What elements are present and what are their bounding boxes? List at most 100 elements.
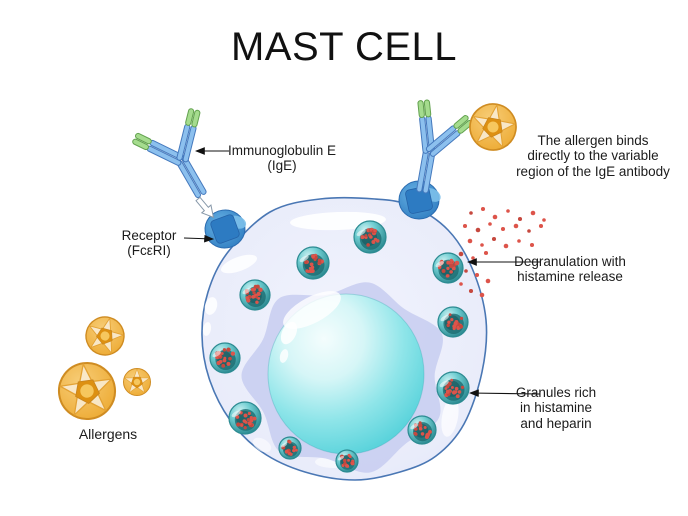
histamine-dot xyxy=(347,453,351,457)
ige-antibody xyxy=(416,99,473,194)
histamine-dot xyxy=(250,287,255,292)
granule-highlight xyxy=(439,380,449,388)
histamine-dot xyxy=(228,356,232,361)
histamine-dot xyxy=(456,326,460,331)
histamine-dot xyxy=(457,390,462,394)
antibody-chain xyxy=(423,99,432,118)
granule xyxy=(335,449,359,473)
histamine-dot xyxy=(255,295,259,299)
binding-arrow-icon xyxy=(195,196,215,219)
histamine-dot xyxy=(445,389,450,394)
histamine-dot xyxy=(288,440,292,444)
histamine-dot xyxy=(483,250,489,256)
cell-highlight xyxy=(202,322,212,336)
histamine-dot xyxy=(304,260,308,265)
histamine-dot xyxy=(452,326,456,331)
label-granules-line1: Granules rich xyxy=(515,385,597,400)
histamine-dot xyxy=(418,423,423,428)
histamine-dot xyxy=(538,223,544,229)
histamine-dot xyxy=(310,268,315,274)
histamine-dot xyxy=(284,449,289,454)
antibody-chain xyxy=(135,132,152,145)
cell-highlight xyxy=(220,254,258,274)
histamine-dot xyxy=(462,223,468,229)
histamine-dot xyxy=(252,416,257,421)
histamine-dot xyxy=(216,360,221,366)
histamine-dot xyxy=(423,425,427,430)
histamine-dot xyxy=(445,274,450,278)
fc-receptor xyxy=(398,180,441,220)
allergen xyxy=(57,361,117,421)
label-degranulation: Degranulation with histamine release xyxy=(500,254,640,285)
ige-antibody-arm xyxy=(176,108,201,163)
histamine-dot xyxy=(471,256,475,260)
histamine-dot xyxy=(468,288,474,294)
histamine-dot xyxy=(305,269,309,273)
histamine-dot xyxy=(446,260,451,265)
histamine-dot xyxy=(459,324,464,329)
antibody-chain xyxy=(185,108,195,126)
histamine-dot xyxy=(450,378,454,382)
histamine-dot xyxy=(258,287,263,293)
antibody-chain xyxy=(453,115,469,129)
histamine-dot xyxy=(449,263,454,269)
histamine-dot xyxy=(513,223,519,229)
histamine-dot xyxy=(447,383,451,387)
allergen-center-dot xyxy=(80,384,94,398)
histamine-dot xyxy=(454,386,459,391)
granule xyxy=(436,371,470,405)
histamine-dot xyxy=(317,258,322,263)
histamine-dot xyxy=(479,292,485,298)
granule xyxy=(353,220,387,254)
histamine-dot xyxy=(475,227,481,233)
histamine-dot xyxy=(491,236,497,242)
histamine-dot xyxy=(459,316,464,321)
histamine-dot xyxy=(253,284,258,289)
histamine-dot xyxy=(222,358,227,363)
histamine-dot xyxy=(480,243,484,247)
histamine-dot xyxy=(413,431,417,436)
fc-receptor-pocket xyxy=(210,214,240,244)
histamine-dot xyxy=(243,413,248,418)
label-allergens: Allergens xyxy=(78,426,138,442)
granule xyxy=(407,415,437,445)
histamine-dot xyxy=(247,411,251,416)
antibody-chain xyxy=(132,138,150,151)
histamine-dot xyxy=(506,209,510,213)
histamine-dot xyxy=(246,417,251,422)
granule xyxy=(296,246,330,280)
histamine-dot xyxy=(451,390,457,395)
histamine-dot xyxy=(294,448,298,452)
histamine-dot xyxy=(221,363,226,368)
allergen xyxy=(85,316,125,356)
ige-antibody-arm xyxy=(132,132,185,166)
histamine-dot xyxy=(418,421,422,425)
histamine-dot xyxy=(542,218,546,222)
histamine-dot xyxy=(453,321,458,326)
diagram-title: MAST CELL xyxy=(230,25,458,69)
label-immunoglobulin-e: Immunoglobulin E (IgE) xyxy=(207,143,357,174)
histamine-dot xyxy=(350,461,355,466)
histamine-dot xyxy=(450,318,454,322)
histamine-dot xyxy=(222,348,227,352)
histamine-dot xyxy=(446,266,450,271)
label-allergen-binding: The allergen binds directly to the varia… xyxy=(498,133,688,179)
label-arrow xyxy=(468,389,541,397)
label-granules-line2: in histamine xyxy=(519,400,593,416)
histamine-dot xyxy=(444,387,448,390)
histamine-dot xyxy=(464,269,468,273)
histamine-dot xyxy=(369,235,373,239)
histamine-dot xyxy=(460,385,465,390)
nucleus-highlight xyxy=(279,349,289,363)
label-immunoglobulin-e-line2: (IgE) xyxy=(267,158,297,174)
granule xyxy=(432,252,464,284)
histamine-dot xyxy=(448,313,452,317)
antibody-chain xyxy=(191,109,201,128)
histamine-dot xyxy=(249,416,253,420)
histamine-dots xyxy=(454,206,546,298)
cell-highlight xyxy=(204,297,218,315)
histamine-dot xyxy=(308,266,312,270)
histamine-dot xyxy=(373,228,377,233)
